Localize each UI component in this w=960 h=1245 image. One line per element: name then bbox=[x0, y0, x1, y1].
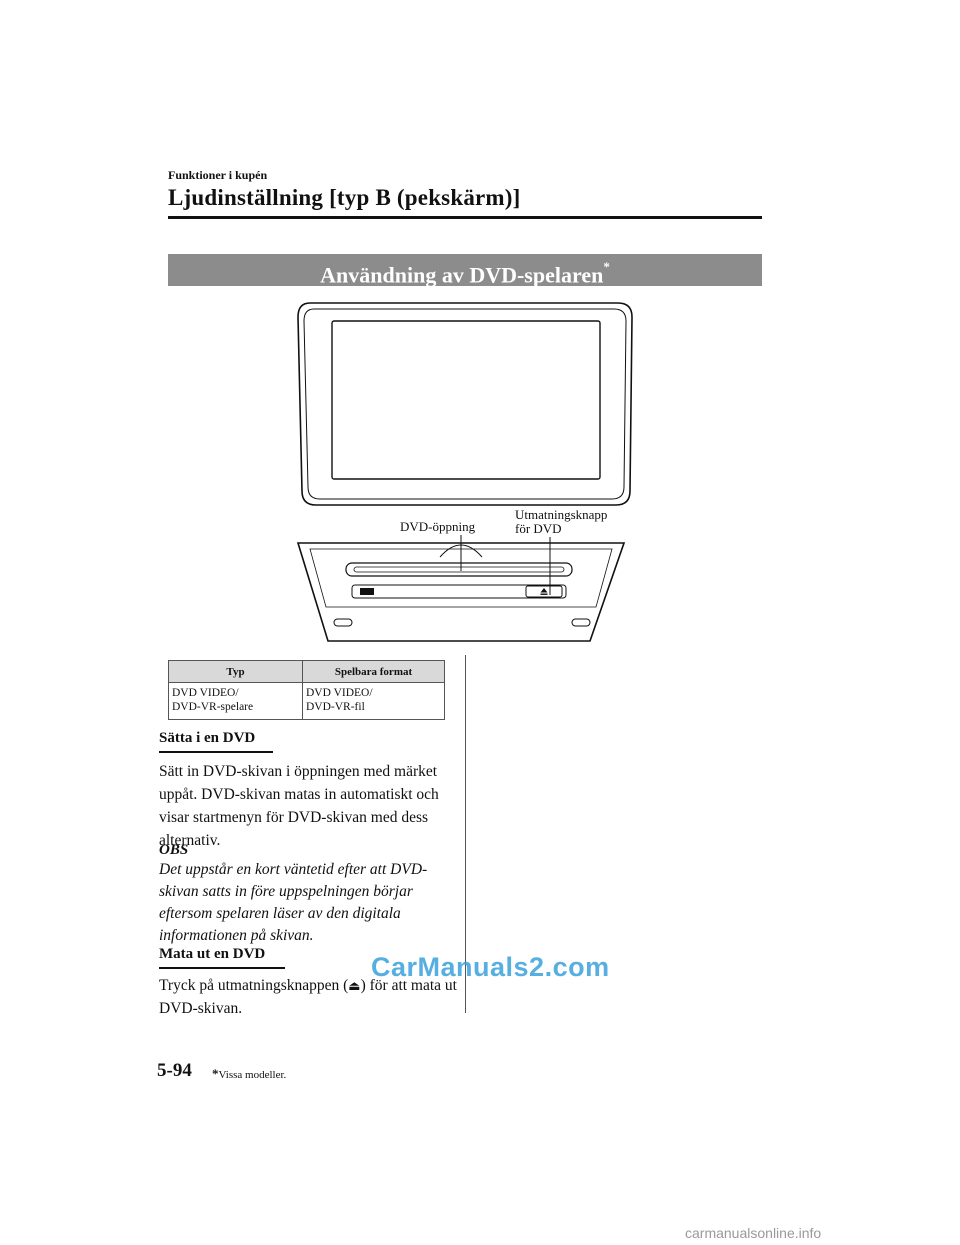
dvd-player-figure: DVD-öppning Utmatningsknapp för DVD bbox=[296, 302, 633, 642]
display-screen-icon bbox=[297, 302, 633, 506]
header-formats: Spelbara format bbox=[302, 660, 445, 683]
label-dvd-slot: DVD-öppning bbox=[400, 519, 476, 534]
column-divider bbox=[465, 655, 466, 1013]
header-type: Typ bbox=[168, 660, 303, 683]
dvd-player-unit bbox=[296, 542, 626, 642]
footnote: *Vissa modeller. bbox=[212, 1066, 286, 1082]
table-row: DVD VIDEO/ DVD-VR-spelare DVD VIDEO/ DVD… bbox=[168, 682, 445, 720]
heading-insert-dvd: Sätta i en DVD bbox=[159, 730, 256, 746]
cell-type: DVD VIDEO/ DVD-VR-spelare bbox=[168, 682, 303, 720]
watermark: CarManuals2.com bbox=[371, 952, 610, 982]
page-number: 5-94 bbox=[157, 1060, 192, 1081]
eject-symbol-icon: ⏏ bbox=[348, 978, 361, 993]
dvd-logo-icon bbox=[360, 588, 374, 595]
heading-eject-dvd: Mata ut en DVD bbox=[159, 946, 266, 962]
cell-text: DVD-VR-fil bbox=[306, 701, 365, 713]
paragraph-eject-dvd: Tryck på utmatningsknappen (⏏) för att m… bbox=[159, 974, 459, 1020]
banner-marker: * bbox=[603, 259, 610, 274]
heading-rule bbox=[159, 967, 285, 969]
section-label: Funktioner i kupén bbox=[168, 168, 268, 182]
heading-rule bbox=[159, 751, 273, 753]
footnote-text: Vissa modeller. bbox=[218, 1069, 287, 1081]
eject-button-icon[interactable] bbox=[525, 585, 563, 598]
banner-title: Användning av DVD-spelaren bbox=[320, 262, 604, 288]
eject-text-after: ) för att mata ut DVD-skivan. bbox=[159, 977, 457, 1017]
table-header-row: Typ Spelbara format bbox=[168, 660, 445, 683]
section-banner: Användning av DVD-spelaren* bbox=[168, 254, 762, 288]
format-table: Typ Spelbara format DVD VIDEO/ DVD-VR-sp… bbox=[168, 660, 445, 720]
note-body: Det uppstår en kort väntetid efter att D… bbox=[159, 861, 428, 944]
footer-site-link[interactable]: carmanualsonline.info bbox=[685, 1225, 822, 1241]
note-heading: OBS bbox=[159, 842, 189, 858]
cell-formats: DVD VIDEO/ DVD-VR-fil bbox=[302, 682, 445, 720]
label-eject-line1: Utmatningsknapp bbox=[515, 507, 607, 522]
dvd-slot-icon bbox=[345, 562, 573, 577]
page-title: Ljudinställning [typ B (pekskärm)] bbox=[168, 185, 521, 210]
cell-text: DVD VIDEO/ bbox=[172, 687, 239, 699]
label-eject-line2: för DVD bbox=[515, 521, 562, 536]
cell-text: DVD-VR-spelare bbox=[172, 701, 254, 713]
eject-text-before: Tryck på utmatningsknappen ( bbox=[159, 977, 349, 994]
title-rule bbox=[168, 216, 762, 219]
paragraph-insert-dvd: Sätt in DVD-skivan i öppningen med märke… bbox=[159, 763, 439, 849]
cell-text: DVD VIDEO/ bbox=[306, 687, 373, 699]
footnote-star: * bbox=[212, 1066, 219, 1081]
